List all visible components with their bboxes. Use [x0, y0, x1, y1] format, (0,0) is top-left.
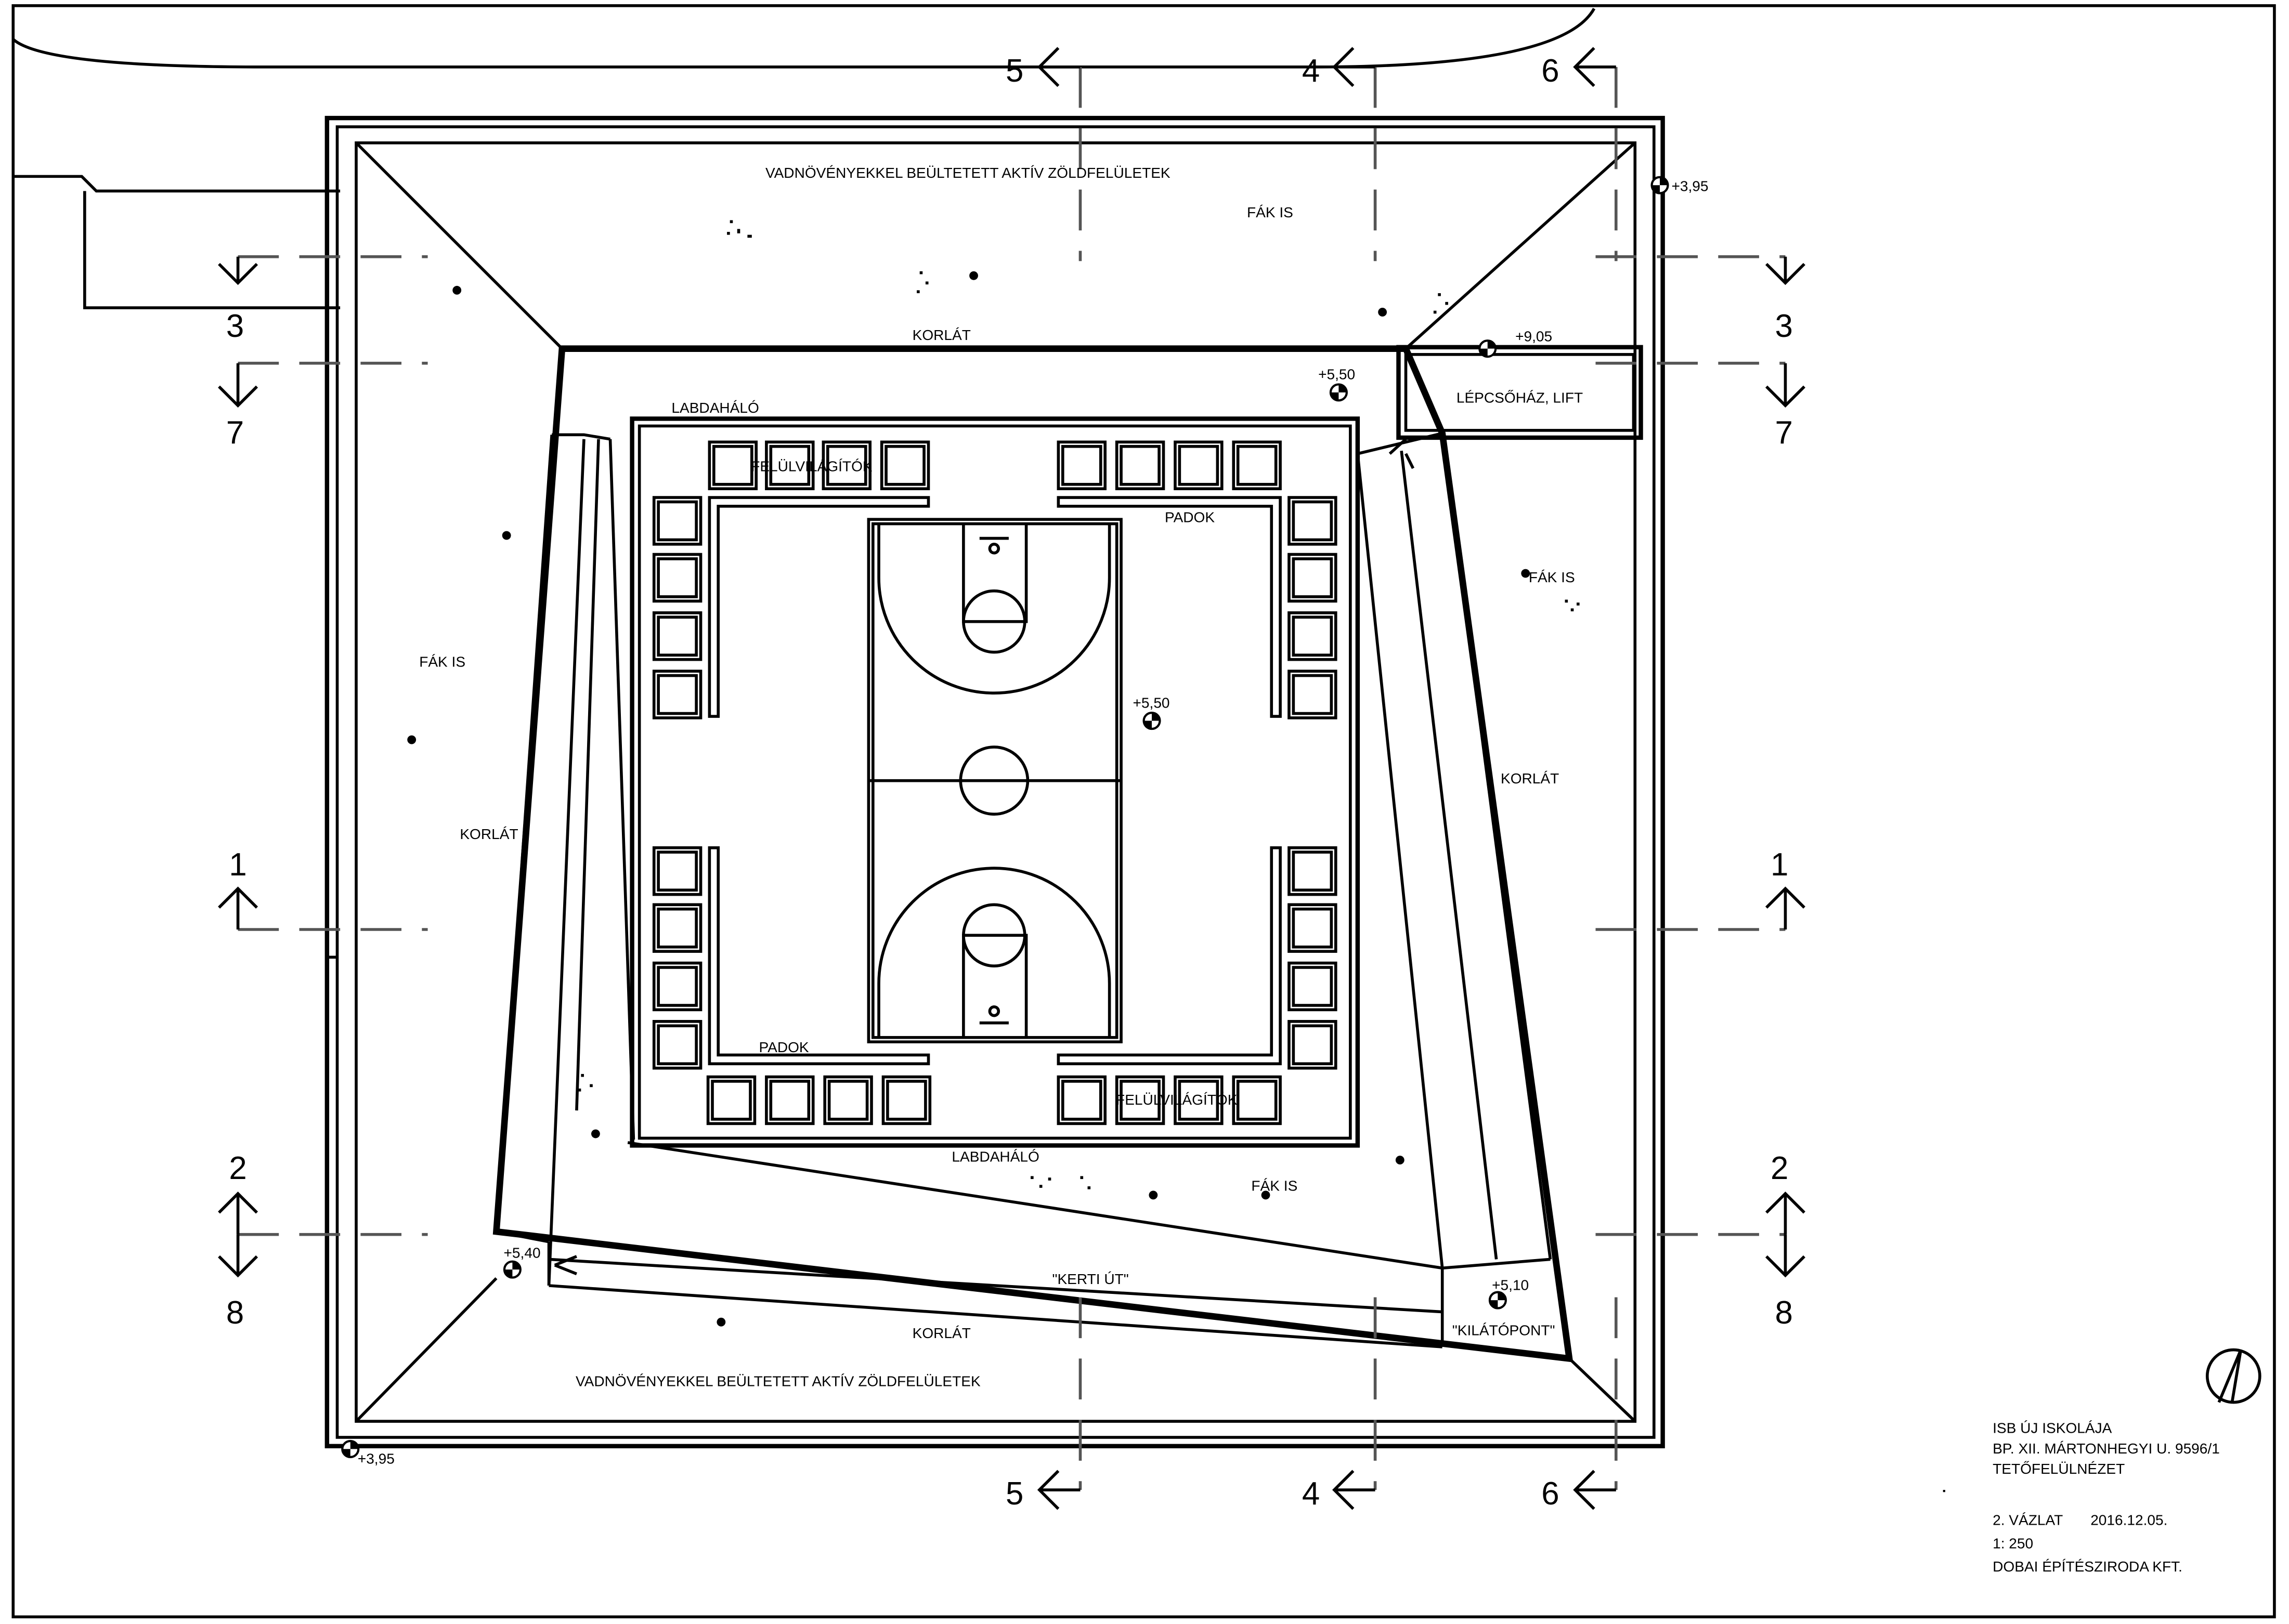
terrace-outline — [492, 345, 1573, 1363]
section-7-right: 7 — [1775, 415, 1792, 451]
section-6-top: 6 — [1541, 53, 1559, 89]
section-5-top: 5 — [1006, 53, 1023, 89]
tree-icon — [1350, 280, 1415, 345]
ball-net-enclosure — [630, 416, 1360, 1148]
level-marker-icon — [1331, 384, 1347, 400]
section-5-bottom: 5 — [1006, 1476, 1023, 1512]
label-lookout: "KILÁTÓPONT" — [1452, 1322, 1555, 1338]
title-date: 2016.12.05. — [2090, 1512, 2167, 1528]
section-4-top: 4 — [1302, 53, 1320, 89]
label-railing-right: KORLÁT — [1501, 770, 1559, 787]
site-edge-left-step — [83, 191, 341, 309]
label-stair-lift: LÉPCSŐHÁZ, LIFT — [1456, 390, 1583, 406]
level-marker-icon — [1479, 340, 1495, 357]
tree-icon — [563, 1102, 628, 1166]
label-railing-top: KORLÁT — [913, 327, 971, 343]
section-6-bottom: 6 — [1541, 1476, 1559, 1512]
level-bottom-left: +3,95 — [358, 1451, 395, 1467]
site-boundary-curve — [12, 8, 1596, 69]
section-1-left: 1 — [229, 847, 246, 883]
plant-specks — [578, 220, 1580, 1189]
bench-strips — [708, 496, 1282, 1066]
label-trees-bottom: FÁK IS — [1251, 1178, 1297, 1194]
section-4-bottom: 4 — [1302, 1476, 1320, 1512]
section-2-left: 2 — [229, 1150, 246, 1186]
tree-icon — [1121, 1163, 1186, 1227]
label-benches-bottom: PADOK — [759, 1039, 809, 1055]
title-address: BP. XII. MÁRTONHEGYI U. 9596/1 — [1993, 1440, 2220, 1457]
level-path-west: +5,40 — [504, 1245, 541, 1261]
tree-icon — [379, 708, 444, 772]
level-marker-icon — [1144, 713, 1160, 729]
title-project: ISB ÚJ ISKOLÁJA — [1993, 1420, 2112, 1436]
label-garden-path: "KERTI ÚT" — [1052, 1271, 1128, 1287]
label-skylights-top: FELÜLVILÁGÍTÓK — [751, 458, 873, 474]
level-court-ne: +5,50 — [1318, 366, 1355, 383]
label-railing-left: KORLÁT — [460, 826, 518, 842]
stair-lift-block — [1396, 345, 1643, 440]
label-skylights-bottom: FELÜLVILÁGÍTÓK — [1116, 1092, 1238, 1108]
level-marker-icon — [504, 1262, 521, 1278]
section-8-left: 8 — [226, 1295, 244, 1331]
level-lookout: +5,10 — [1492, 1277, 1529, 1293]
tree-icon — [1368, 1128, 1433, 1193]
section-3-left: 3 — [226, 308, 244, 344]
level-marker-icon — [1490, 1292, 1506, 1308]
section-3-right: 3 — [1775, 308, 1792, 344]
label-ballnet-top: LABDAHÁLÓ — [671, 400, 759, 416]
tree-icon — [941, 243, 1006, 308]
roof-outline — [324, 115, 1665, 1449]
title-office: DOBAI ÉPÍTÉSZIRODA KFT. — [1993, 1558, 2182, 1575]
section-arrows — [218, 47, 1805, 1510]
label-trees-left: FÁK IS — [419, 654, 465, 670]
title-block: ISB ÚJ ISKOLÁJA BP. XII. MÁRTONHEGYI U. … — [1943, 1420, 2220, 1575]
level-court-center: +5,50 — [1133, 695, 1170, 711]
section-2-right: 2 — [1771, 1150, 1788, 1186]
label-railing-bottom: KORLÁT — [913, 1325, 971, 1341]
label-trees-top: FÁK IS — [1247, 204, 1293, 220]
tree-icon — [474, 503, 539, 568]
drawing-frame — [11, 4, 2276, 1619]
label-ballnet-bottom: LABDAHÁLÓ — [952, 1148, 1039, 1164]
section-1-right: 1 — [1771, 847, 1788, 883]
label-green-top: VADNÖVÉNYEKKEL BEÜLTETETT AKTÍV ZÖLDFELÜ… — [765, 165, 1170, 181]
level-stair: +9,05 — [1515, 329, 1552, 345]
section-numbers: 3 3 7 7 1 1 2 2 8 8 5 5 4 4 6 6 — [226, 53, 1793, 1512]
label-trees-right: FÁK IS — [1529, 569, 1575, 585]
title-version: 2. VÁZLAT — [1993, 1512, 2063, 1528]
title-scale: 1: 250 — [1993, 1535, 2033, 1551]
level-marker-icon — [342, 1441, 358, 1457]
level-marker-icon — [1652, 177, 1668, 193]
tree-icon — [1233, 1163, 1298, 1227]
label-green-bottom: VADNÖVÉNYEKKEL BEÜLTETETT AKTÍV ZÖLDFELÜ… — [576, 1373, 981, 1390]
section-7-left: 7 — [226, 415, 244, 451]
roof-diagonals — [355, 141, 1636, 1423]
level-top-right: +3,95 — [1671, 178, 1708, 194]
section-cut-lines — [238, 67, 1786, 1490]
site-edge-left — [13, 175, 341, 193]
label-benches-top: PADOK — [1165, 509, 1215, 526]
north-arrow-icon — [2205, 1348, 2261, 1404]
title-drawing: TETŐFELÜLNÉZET — [1993, 1461, 2125, 1477]
section-8-right: 8 — [1775, 1295, 1792, 1331]
basketball-court — [867, 518, 1123, 1043]
